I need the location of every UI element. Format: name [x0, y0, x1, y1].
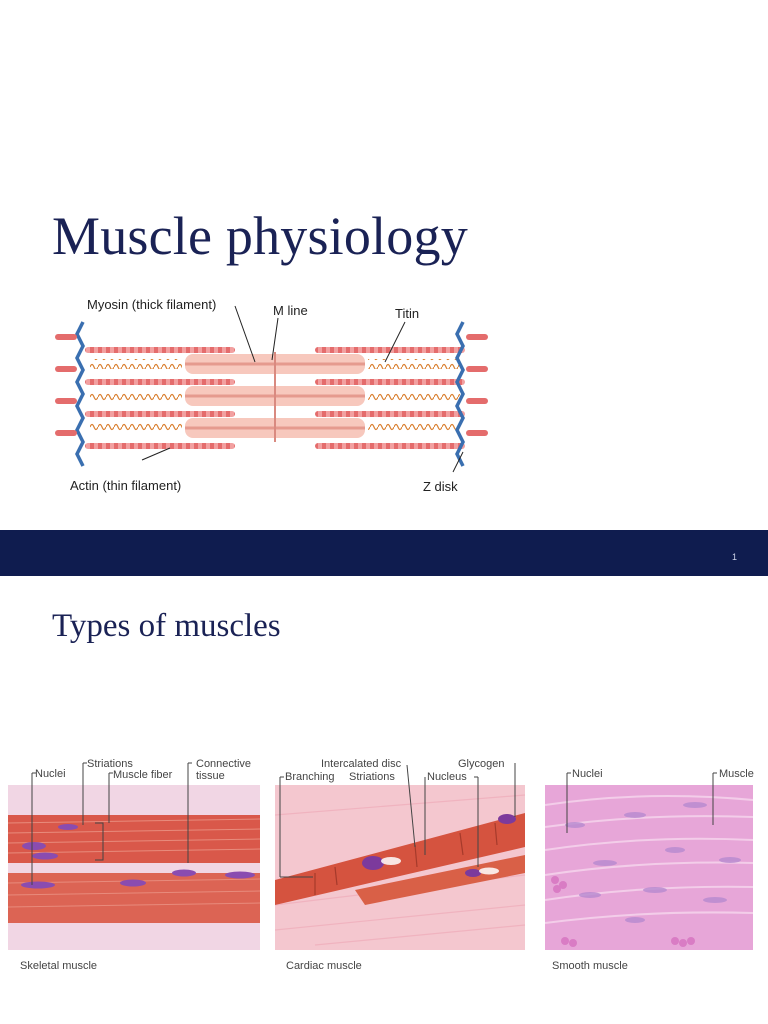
- label-skeletal-nuclei: Nuclei: [35, 768, 66, 780]
- label-z-disk: Z disk: [423, 479, 458, 494]
- caption-skeletal-muscle: Skeletal muscle: [20, 960, 98, 972]
- actin-thin-filaments-right: [315, 347, 465, 449]
- label-leaders: [141, 305, 464, 473]
- cardiac-muscle-image: Intercalated disc Glycogen Branching Str…: [274, 758, 526, 950]
- sarcomere-diagram: Myosin (thick filament) M line Titin Act…: [55, 297, 488, 494]
- label-skeletal-striations: Striations: [87, 758, 133, 770]
- label-cardiac-glycogen: Glycogen: [458, 758, 504, 770]
- skeletal-muscle-image: Nuclei Striations Muscle fiber Connectiv…: [7, 758, 261, 950]
- label-cardiac-intercalated-disc: Intercalated disc: [321, 758, 402, 770]
- slide-1: Muscle physiology: [52, 206, 488, 494]
- titin-coils: [90, 359, 460, 433]
- slide-title-muscle-physiology: Muscle physiology: [52, 206, 468, 266]
- label-cardiac-nucleus: Nucleus: [427, 771, 467, 783]
- filament-stubs: [55, 334, 488, 436]
- smooth-muscle-image: Nuclei Muscle: [544, 768, 754, 950]
- skeletal-muscle-panel: Nuclei Striations Muscle fiber Connectiv…: [7, 755, 263, 975]
- slide-footer-band: [0, 530, 768, 576]
- label-titin: Titin: [395, 306, 419, 321]
- slide-title-types-of-muscles: Types of muscles: [52, 608, 281, 644]
- smooth-muscle-panel: Nuclei Muscle Smooth muscle: [544, 755, 768, 975]
- label-skeletal-tissue: tissue: [196, 770, 225, 782]
- page-number: 1: [731, 552, 737, 562]
- label-smooth-nuclei: Nuclei: [572, 768, 603, 780]
- label-myosin: Myosin (thick filament): [87, 297, 216, 312]
- cardiac-muscle-panel: Intercalated disc Glycogen Branching Str…: [274, 755, 533, 975]
- label-smooth-muscle: Muscle: [719, 768, 754, 780]
- label-cardiac-striations: Striations: [349, 771, 395, 783]
- actin-thin-filaments-left: [85, 347, 235, 449]
- z-disk-left: [75, 321, 85, 467]
- label-skeletal-muscle-fiber: Muscle fiber: [113, 769, 173, 781]
- label-m-line: M line: [273, 303, 308, 318]
- caption-smooth-muscle: Smooth muscle: [552, 960, 628, 972]
- label-cardiac-branching: Branching: [285, 771, 335, 783]
- label-skeletal-connective: Connective: [196, 758, 251, 770]
- z-disk-right: [455, 321, 465, 467]
- caption-cardiac-muscle: Cardiac muscle: [286, 960, 362, 972]
- label-actin: Actin (thin filament): [70, 478, 181, 493]
